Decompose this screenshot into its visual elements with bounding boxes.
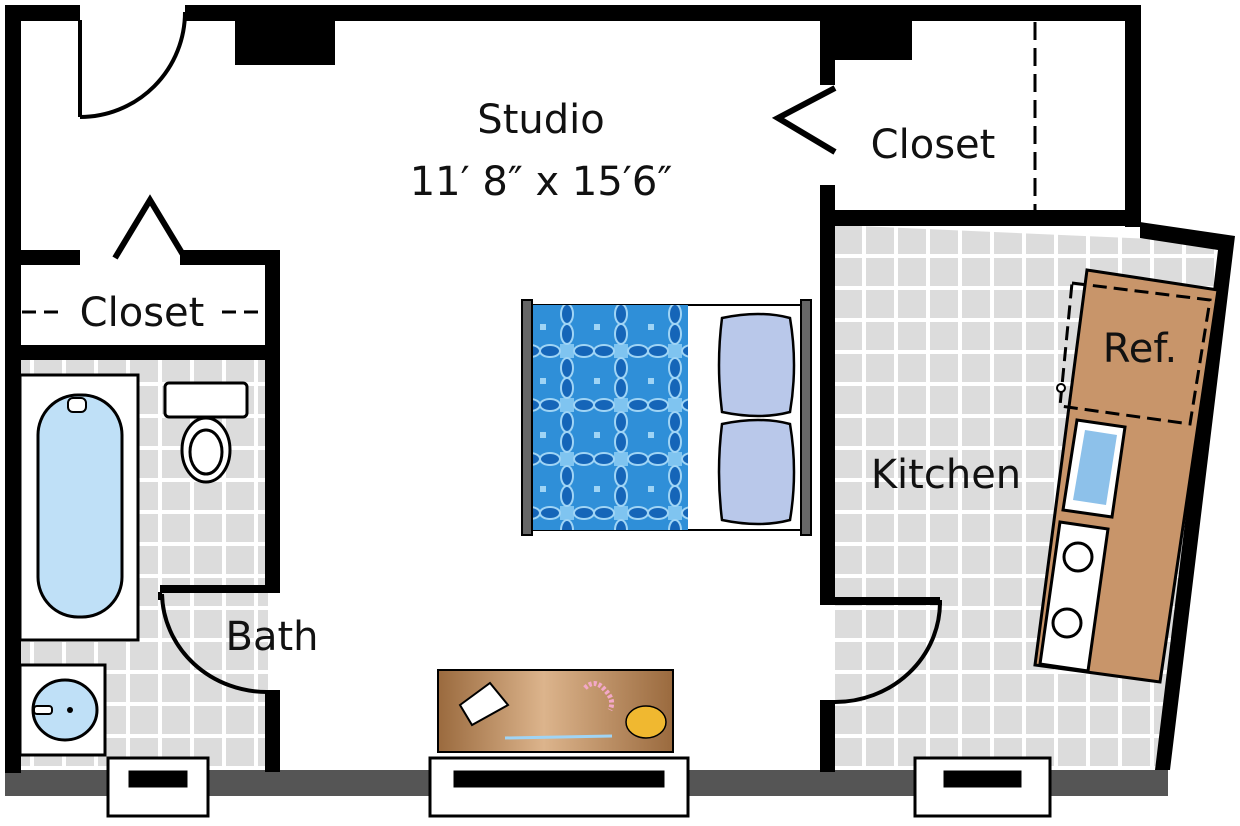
closet-right-label: Closet — [871, 122, 996, 168]
entry-door[interactable] — [78, 11, 187, 119]
windows — [106, 756, 1052, 818]
closet-door-left[interactable] — [112, 194, 188, 260]
bath-label: Bath — [226, 614, 319, 660]
sink — [18, 663, 107, 757]
closet-left-label: Closet — [80, 290, 205, 336]
walls — [5, 5, 1235, 773]
closet-door-right[interactable] — [771, 85, 837, 155]
kitchen-label: Kitchen — [871, 452, 1021, 498]
dresser — [437, 669, 674, 753]
bathtub — [18, 373, 140, 642]
kitchen-door[interactable] — [834, 600, 942, 704]
bed — [521, 299, 812, 536]
refrigerator-label: Ref. — [1103, 326, 1178, 372]
studio-dimensions: 11′ 8″ x 15′6″ — [410, 159, 673, 205]
studio-label: Studio — [477, 97, 604, 143]
toilet — [163, 381, 249, 484]
kitchen-counter — [1033, 268, 1220, 684]
bath-door[interactable] — [158, 592, 269, 695]
